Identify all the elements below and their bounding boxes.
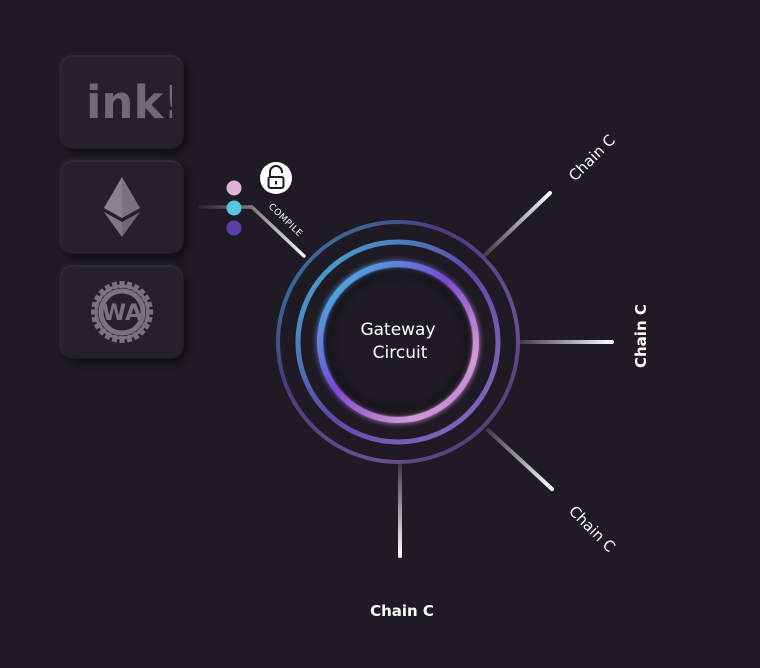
webassembly-card: WA <box>61 266 183 358</box>
compile-label: COMPILE <box>266 202 304 239</box>
chain-label-top-right: Chain C <box>565 131 619 185</box>
purple-dot <box>226 220 242 236</box>
cyan-dot <box>226 200 242 216</box>
ink-card: ink! <box>61 56 183 148</box>
spoke-top-right <box>483 191 552 257</box>
webassembly-icon: WA <box>91 281 153 343</box>
inner-glow-ring <box>317 261 479 423</box>
chain-label-bottom: Chain C <box>370 602 434 620</box>
pink-dot <box>226 180 242 196</box>
center-title-line1: Gateway <box>360 320 435 340</box>
unlocked-padlock-icon <box>260 162 292 194</box>
chain-label-bottom-right: Chain C <box>565 502 619 556</box>
chain-label-right: Chain C <box>632 304 650 368</box>
ink-logo-text: ink! <box>86 76 172 129</box>
spoke-bottom-right <box>486 428 554 491</box>
ethereum-card <box>61 161 183 253</box>
svg-text:WA: WA <box>102 301 142 326</box>
center-title-line2: Circuit <box>373 343 428 363</box>
outer-ring <box>276 220 520 464</box>
inner-shade <box>324 268 472 416</box>
ink-logo-icon: ink! <box>86 76 172 129</box>
middle-ring <box>295 239 501 445</box>
compile-connector-line <box>198 205 306 258</box>
ethereum-icon <box>104 177 140 237</box>
